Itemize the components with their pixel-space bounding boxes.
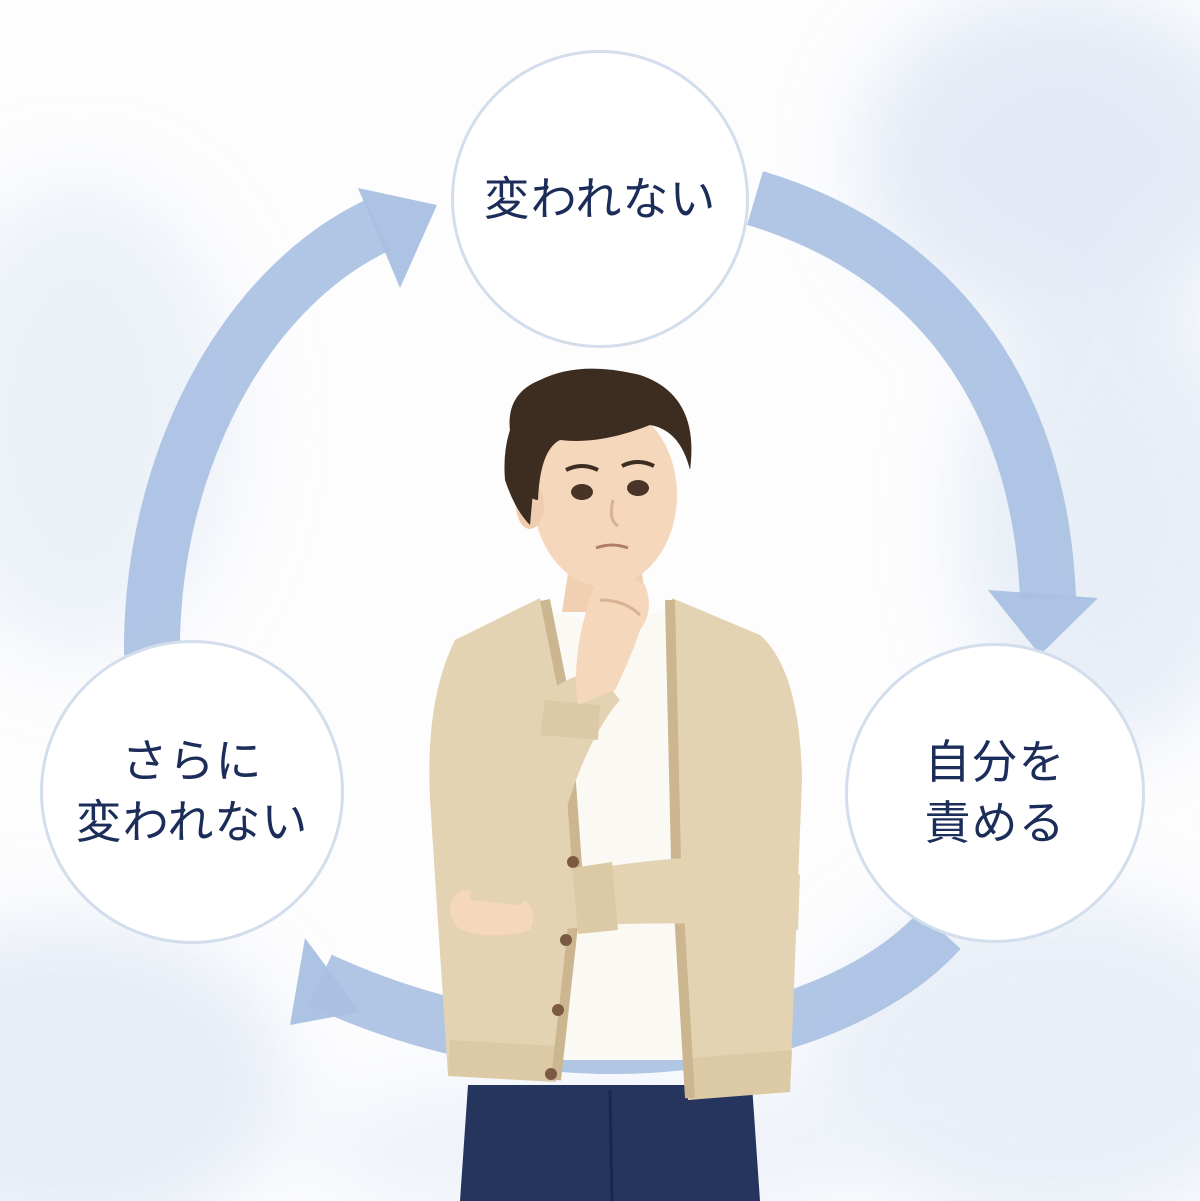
arrow-heads (290, 188, 1098, 1025)
node-label-blame-self: 自分を 責める (924, 735, 1066, 850)
node-label-cannot-change-more: さらに 変われない (75, 734, 309, 849)
arrowhead-right (988, 590, 1098, 655)
arrow-top-to-right (746, 171, 1076, 600)
cycle-node-left: さらに 変われない (40, 640, 344, 944)
arrowhead-top (358, 188, 437, 288)
node-label-cannot-change: 変われない (483, 171, 717, 226)
arrow-left-to-top (123, 199, 391, 656)
forearm-crossed (470, 857, 800, 935)
cardigan-right (672, 598, 802, 1100)
face (533, 403, 677, 587)
hair (509, 368, 692, 500)
thinking-man-illustration (429, 368, 802, 1201)
cycle-node-right: 自分を 責める (845, 643, 1145, 943)
arrowhead-left (290, 938, 360, 1025)
cycle-node-top: 変われない (451, 50, 749, 348)
cardigan-buttons (545, 856, 579, 1080)
